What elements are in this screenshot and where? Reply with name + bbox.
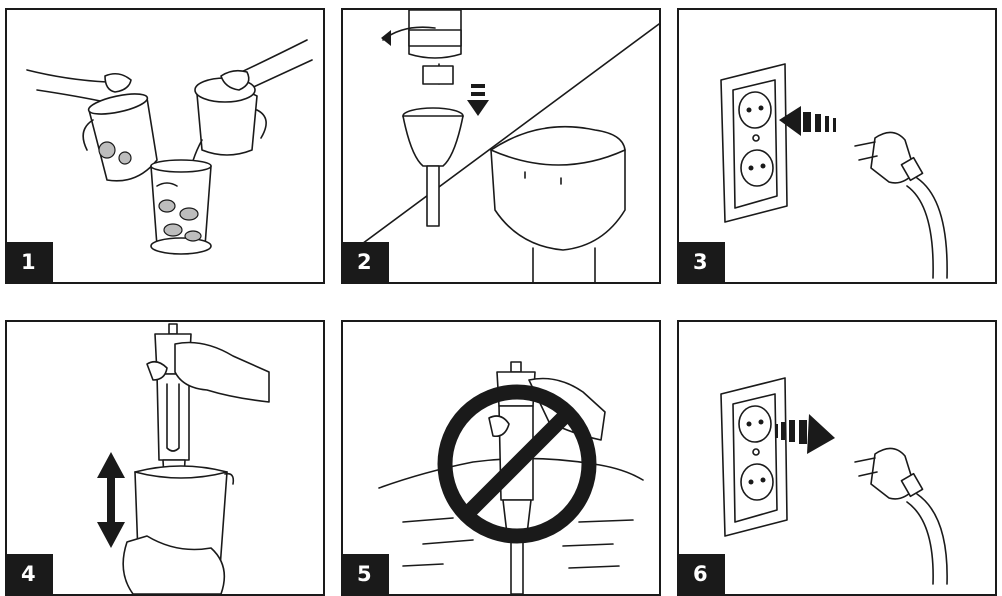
step-2-panel: 2 <box>341 8 661 284</box>
do-not-immerse-in-water-illustration <box>343 322 659 594</box>
pour-ingredients-into-beaker-illustration <box>7 10 323 282</box>
step-number-badge: 1 <box>7 242 53 282</box>
step-5-panel: 5 <box>341 320 661 596</box>
blend-up-and-down-illustration <box>7 322 323 594</box>
step-4-panel: 4 <box>5 320 325 596</box>
step-number-badge: 4 <box>7 554 53 594</box>
step-1-panel: 1 <box>5 8 325 284</box>
step-6-panel: 6 <box>677 320 997 596</box>
step-number-badge: 2 <box>343 242 389 282</box>
step-number-badge: 3 <box>679 242 725 282</box>
step-number-badge: 6 <box>679 554 725 594</box>
step-number-badge: 5 <box>343 554 389 594</box>
plug-into-outlet-illustration <box>679 10 995 282</box>
step-3-panel: 3 <box>677 8 997 284</box>
attach-blending-shaft-illustration <box>343 10 659 282</box>
unplug-from-outlet-illustration <box>679 322 995 594</box>
